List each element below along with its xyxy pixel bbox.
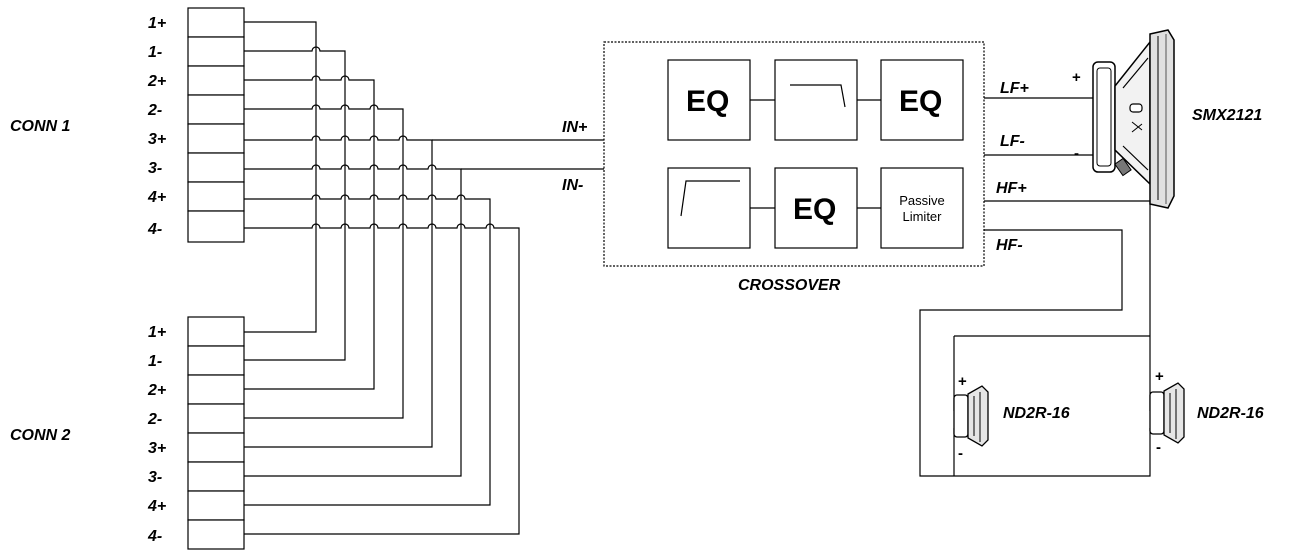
highpass-curve-icon: [680, 180, 740, 217]
conn2-label: CONN 2: [10, 427, 71, 444]
eq-block-2-label: EQ: [793, 193, 836, 226]
conn1-pin-box: [187, 181, 245, 212]
wire-hf-minus: [919, 229, 1151, 477]
input-in-minus-label: IN-: [562, 177, 583, 194]
conn2-pin-box: [187, 432, 245, 463]
conn2-pin-label: 1+: [148, 324, 166, 341]
wire-conn1-1minus: [244, 46, 346, 361]
connector-2: CONN 2 1+ 1- 2+ 2- 3+ 3- 4+ 4-: [10, 316, 245, 550]
conn1-pin-label: 2+: [147, 73, 166, 90]
woofer-speaker-icon: [1092, 29, 1175, 209]
conn2-pin-label: 2-: [147, 411, 162, 428]
conn2-pin-box: [187, 461, 245, 492]
tweeter-2-label: ND2R-16: [1197, 405, 1264, 422]
woofer-minus-sign: -: [1074, 145, 1079, 162]
conn2-pin-label: 3-: [148, 469, 162, 486]
lowpass-filter-block: [774, 59, 858, 141]
conn2-pin-label: 3+: [148, 440, 166, 457]
conn2-pin-box: [187, 316, 245, 347]
conn1-pin-box: [187, 36, 245, 67]
conn1-label: CONN 1: [10, 118, 71, 135]
output-lf-plus-label: LF+: [1000, 80, 1029, 97]
conn2-pin-box: [187, 519, 245, 550]
tweeter-speaker-1: + - ND2R-16: [953, 373, 1070, 462]
tweeter-1-label: ND2R-16: [1003, 405, 1070, 422]
conn2-pin-label: 2+: [147, 382, 166, 399]
crossover: CROSSOVER IN+ IN- EQ EQ EQ Passive Limit…: [562, 41, 1029, 294]
conn1-pin-label: 4+: [147, 189, 166, 206]
limiter-label-line2: Limiter: [902, 209, 942, 224]
crossover-label: CROSSOVER: [738, 277, 841, 294]
wire-conn1-1plus: [244, 21, 317, 333]
conn1-pin-label: 3-: [148, 160, 162, 177]
output-hf-minus-label: HF-: [996, 237, 1023, 254]
wire-conn1-2plus: [244, 75, 375, 390]
conn1-pin-label: 2-: [147, 102, 162, 119]
highpass-filter-block: [667, 167, 751, 249]
tweeter-speaker-2: + - ND2R-16: [1149, 368, 1264, 456]
conn1-pin-label: 3+: [148, 131, 166, 148]
wire-conn1-3minus: [244, 164, 462, 477]
conn2-pin-box: [187, 490, 245, 521]
wire-hf-plus: [984, 200, 1151, 411]
limiter-label-line1: Passive: [899, 193, 945, 208]
conn1-pin-box: [187, 65, 245, 96]
conn1-pin-boxes: [187, 7, 245, 243]
woofer-speaker: + - SMX2121: [1072, 29, 1262, 209]
tweeter-2-minus-sign: -: [1156, 439, 1161, 456]
lowpass-curve-icon: [790, 84, 846, 108]
conn1-pin-label: 1+: [148, 15, 166, 32]
conn1-pin-box: [187, 7, 245, 38]
conn1-pin-box: [187, 210, 245, 243]
input-in-plus-label: IN+: [562, 119, 587, 136]
conn2-pin-label: 1-: [148, 353, 162, 370]
wire-conn1-3plus: [244, 135, 433, 448]
conn1-pin-labels: 1+ 1- 2+ 2- 3+ 3- 4+ 4-: [147, 15, 166, 238]
tweeter-1-icon: [953, 385, 989, 447]
conn1-pin-box: [187, 94, 245, 125]
eq-block-3: [880, 59, 964, 141]
passive-limiter-block: [880, 167, 964, 249]
wire-conn1-2minus: [244, 104, 404, 419]
conn2-pin-labels: 1+ 1- 2+ 2- 3+ 3- 4+ 4-: [147, 324, 166, 545]
tweeter-1-minus-sign: -: [958, 445, 963, 462]
output-hf-plus-label: HF+: [996, 180, 1027, 197]
eq-block-1: [667, 59, 751, 141]
conn1-pin-box: [187, 123, 245, 154]
conn1-pin-label: 1-: [148, 44, 162, 61]
connector-1: CONN 1 1+ 1- 2+ 2- 3+ 3- 4+ 4-: [10, 7, 245, 243]
tweeter-2-plus-sign: +: [1155, 368, 1164, 385]
eq-block-3-label: EQ: [899, 85, 942, 118]
conn2-pin-label: 4-: [147, 528, 162, 545]
conn2-pin-boxes: [187, 316, 245, 550]
conn1-pin-label: 4-: [147, 221, 162, 238]
output-lf-minus-label: LF-: [1000, 133, 1025, 150]
woofer-label: SMX2121: [1192, 107, 1262, 124]
conn2-pin-box: [187, 345, 245, 376]
woofer-plus-sign: +: [1072, 69, 1081, 86]
tweeter-2-icon: [1149, 382, 1185, 444]
wire-conn1-4plus: [244, 194, 491, 506]
conn2-pin-box: [187, 374, 245, 405]
wire-conn1-4minus: [244, 223, 520, 535]
conn2-pin-label: 4+: [147, 498, 166, 515]
conn1-pin-box: [187, 152, 245, 183]
conn2-pin-box: [187, 403, 245, 434]
tweeter-1-plus-sign: +: [958, 373, 967, 390]
parallel-wiring: [244, 21, 604, 535]
eq-block-1-label: EQ: [686, 85, 729, 118]
